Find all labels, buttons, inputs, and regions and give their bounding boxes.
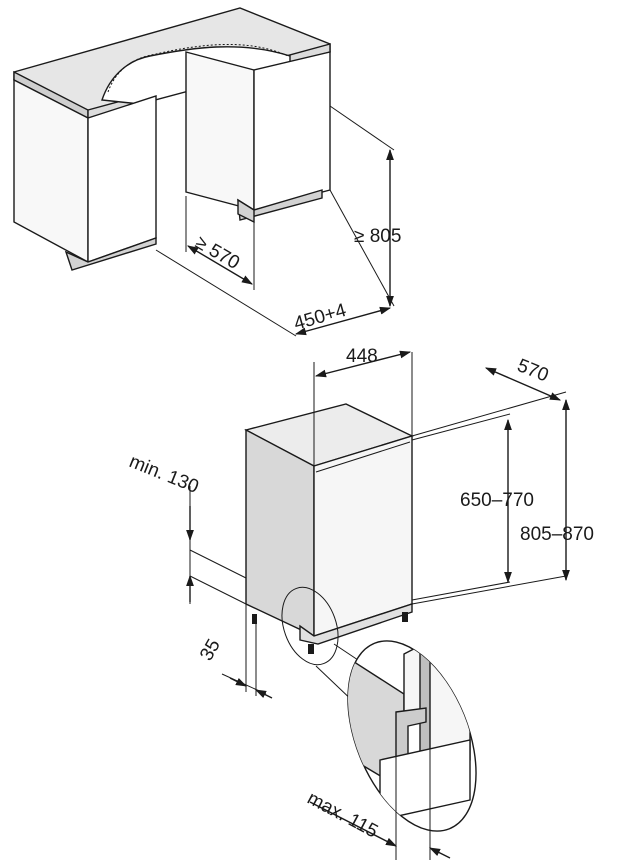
foot-front (308, 644, 314, 654)
foot-back (252, 614, 257, 624)
plinth-offset-label: 35 (196, 636, 225, 665)
max-protrusion-line (309, 801, 397, 847)
appliance-depth-label: 570 (514, 355, 551, 386)
total-height-label: 805–870 (520, 524, 594, 545)
left-cabinet-plinth (64, 237, 157, 271)
appliance-illustration: 448 570 650–770 805–870 min. 130 35 (126, 346, 594, 707)
appliance-width-label: 448 (346, 346, 378, 367)
zoom-door-edge (419, 648, 431, 766)
max-protrusion-label: max. 115 (304, 788, 382, 843)
right-cabinet-front (185, 51, 255, 211)
niche-illustration: ≥ 570 ≥ 805 450+4 (13, 7, 401, 337)
niche-depth-line (187, 245, 253, 285)
right-cabinet-side (253, 51, 331, 211)
niche-depth-label: ≥ 570 (192, 232, 244, 274)
foot-right (402, 612, 408, 622)
appliance-width-line (314, 350, 412, 378)
door-height-label: 650–770 (460, 490, 534, 511)
niche-width-label: 450+4 (292, 300, 350, 335)
appliance-depth-line (484, 367, 562, 401)
appliance-side (245, 428, 315, 638)
detail-marker (281, 586, 339, 666)
niche-width-line (294, 306, 392, 336)
left-cabinet-front (87, 95, 157, 263)
niche-height-label: ≥ 805 (354, 226, 401, 247)
utility-outline (107, 44, 289, 93)
